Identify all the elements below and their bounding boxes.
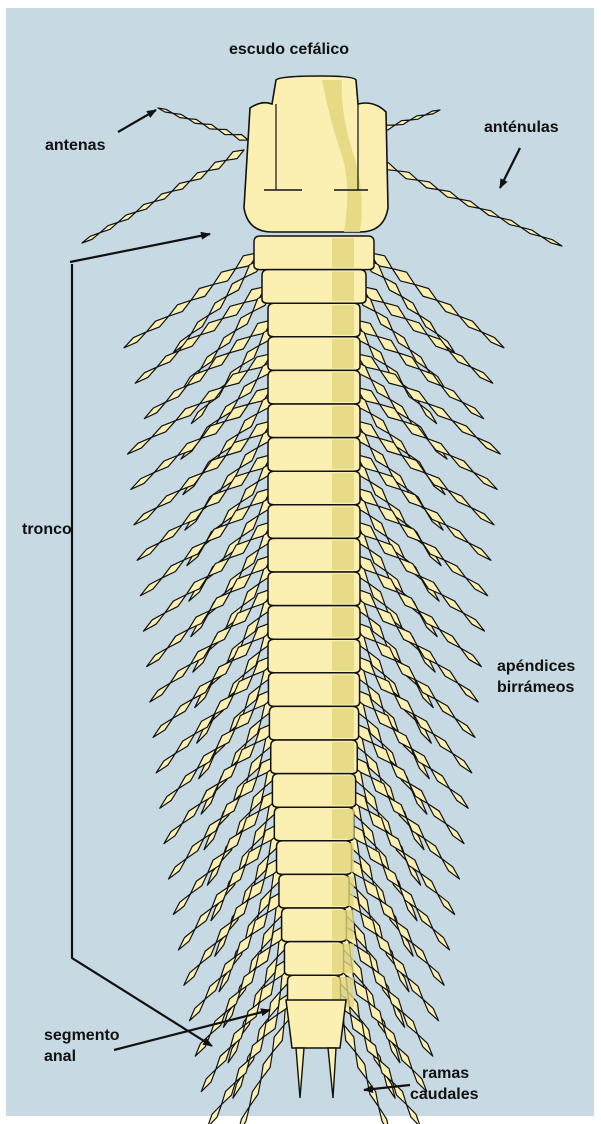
- label-antennae: antenas: [45, 136, 105, 155]
- label-caudal-rami-line2: caudales: [410, 1085, 478, 1104]
- head-shield: [244, 76, 388, 232]
- label-head-shield: escudo cefálico: [229, 40, 349, 59]
- label-caudal-rami-line1: ramas: [422, 1064, 469, 1083]
- body-segments: [254, 236, 374, 1009]
- label-anal-segment-line1: segmento: [44, 1026, 120, 1045]
- label-antennules: anténulas: [484, 118, 559, 137]
- label-trunk: tronco: [22, 520, 72, 539]
- label-anal-segment-line2: anal: [44, 1047, 76, 1066]
- label-biramous-appendages-line2: birrámeos: [497, 678, 574, 697]
- anal-segment-and-caudal-rami: [286, 1000, 346, 1098]
- label-biramous-appendages-line1: apéndices: [497, 657, 575, 676]
